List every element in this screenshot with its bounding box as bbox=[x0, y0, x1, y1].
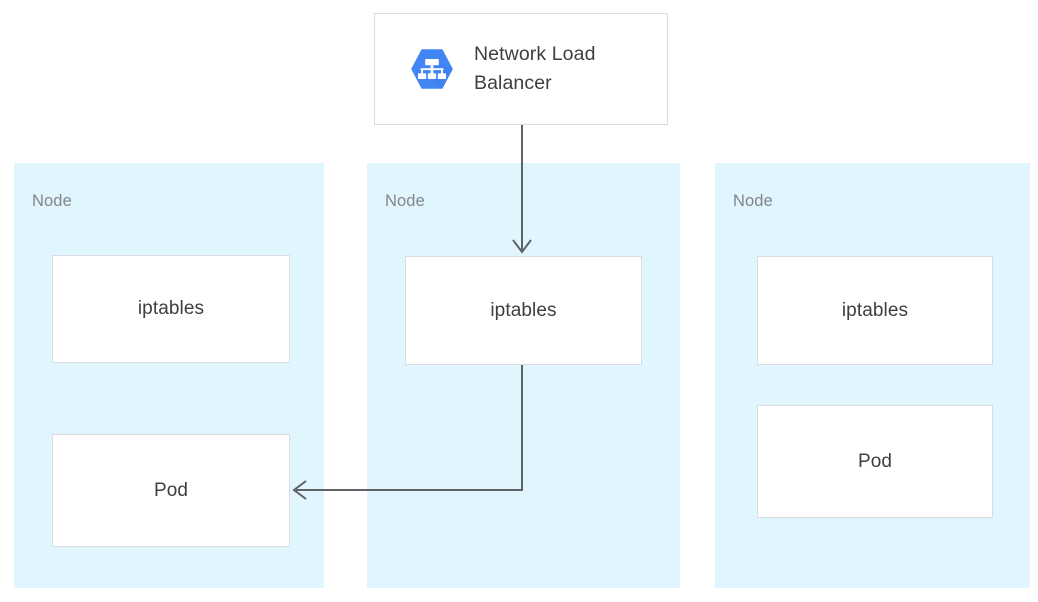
component-label: iptables bbox=[490, 299, 557, 321]
node-label: Node bbox=[32, 192, 72, 210]
component-label: Pod bbox=[153, 479, 189, 501]
component-box-pod[interactable]: Pod bbox=[757, 405, 993, 518]
component-label: iptables bbox=[137, 298, 205, 319]
node-label: Node bbox=[385, 192, 425, 210]
node-panel: Node iptables bbox=[367, 163, 680, 588]
component-box-iptables[interactable]: iptables bbox=[405, 256, 642, 365]
node-label: Node bbox=[733, 192, 773, 210]
component-box-iptables[interactable]: iptables bbox=[52, 255, 290, 363]
component-box-iptables[interactable]: iptables bbox=[757, 256, 993, 365]
component-label: iptables bbox=[841, 299, 909, 321]
component-box-pod[interactable]: Pod bbox=[52, 434, 290, 547]
component-label: Pod bbox=[857, 450, 893, 472]
network-load-balancer-label: Network Load Balancer bbox=[474, 43, 596, 94]
network-load-balancer-icon bbox=[411, 49, 453, 89]
network-load-balancer-card[interactable]: Network Load Balancer bbox=[374, 13, 668, 125]
